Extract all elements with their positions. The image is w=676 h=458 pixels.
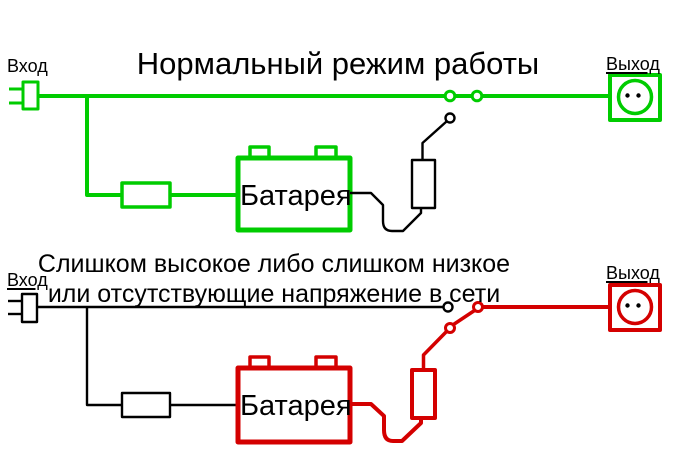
bottom-input-label: Вход	[7, 270, 48, 290]
top-standby-inverter-circuit	[350, 112, 456, 233]
charger-box	[120, 391, 172, 419]
switch-contact-closed	[444, 322, 456, 334]
socket-hole	[636, 303, 641, 308]
switch-contact-open	[442, 301, 454, 313]
charger-branch-wire	[85, 307, 122, 407]
top-battery-label: Батарея	[240, 180, 352, 212]
inverter-box	[410, 368, 437, 420]
input-plug-icon	[21, 80, 40, 111]
switch-contact-closed	[443, 89, 457, 103]
switch-contact-closed	[470, 89, 484, 103]
caption-line-2: или отсутствующие напряжение в сети	[47, 280, 501, 308]
top-input-label: Вход	[7, 56, 48, 76]
top-output-label: Выход	[606, 54, 660, 74]
socket-hole	[636, 93, 641, 98]
charger-box	[120, 181, 172, 209]
top-diagram-title: Нормальный режим работы	[136, 46, 540, 81]
battery-to-inverter-wire	[350, 191, 423, 233]
socket-hole	[625, 93, 630, 98]
charger-branch-wire	[85, 96, 122, 197]
socket-face	[616, 78, 654, 116]
battery-to-inverter-wire	[350, 402, 423, 443]
bottom-mains-circuit	[8, 292, 454, 419]
bottom-active-inverter-circuit	[235, 283, 662, 445]
inverter-to-switch-wire	[421, 120, 448, 160]
socket-hole	[625, 303, 630, 308]
inverter-to-switch-wire	[421, 330, 448, 370]
switch-blade-wire	[452, 309, 476, 326]
bottom-diagram-caption: Слишком высокое либо слишком низкое или …	[0, 249, 548, 309]
switch-contact-open	[444, 112, 456, 124]
socket-face	[616, 288, 654, 326]
inverter-box	[410, 158, 437, 210]
bottom-battery-label: Батарея	[240, 390, 352, 422]
caption-line-1: Слишком высокое либо слишком низкое	[37, 250, 511, 278]
bottom-output-label: Выход	[606, 263, 660, 283]
